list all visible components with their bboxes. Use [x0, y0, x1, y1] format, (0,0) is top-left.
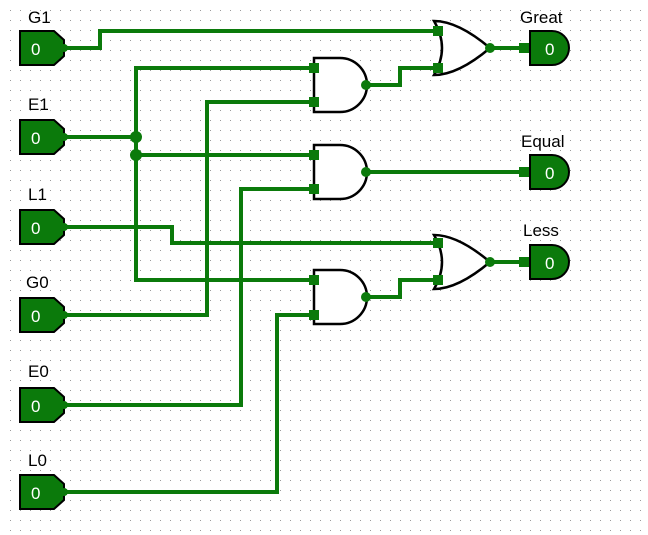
output-pin-equal[interactable]: Equal 0: [521, 132, 570, 190]
input-value: 0: [31, 484, 40, 503]
output-label: Less: [523, 221, 559, 240]
wire-and-bot-to-or-less: [364, 278, 440, 299]
and-gate-bottom[interactable]: [312, 268, 369, 326]
input-value: 0: [31, 40, 40, 59]
junction-dot: [130, 149, 142, 161]
input-label: E1: [28, 95, 49, 114]
output-pin-great[interactable]: Great 0: [520, 8, 570, 66]
wire-e1-to-and-top: [62, 66, 316, 139]
output-label: Equal: [521, 132, 564, 151]
and-gate-top[interactable]: [312, 56, 369, 114]
wire-l0-to-and-bot: [62, 313, 316, 494]
wire-g1-to-or-great: [62, 29, 440, 50]
input-pin-l1[interactable]: L1 0: [19, 185, 68, 245]
output-pin-less[interactable]: Less 0: [523, 221, 570, 280]
wire-e1-to-and-mid: [134, 135, 316, 157]
input-pin-l0[interactable]: L0 0: [19, 451, 68, 510]
input-pin-e1[interactable]: E1 0: [19, 95, 68, 155]
output-label: Great: [520, 8, 563, 27]
wire-e0-to-and-mid: [62, 187, 316, 407]
output-value: 0: [545, 164, 554, 183]
wire-g0-to-and-top: [62, 100, 316, 317]
wire-e1-to-and-bot: [134, 153, 316, 282]
input-value: 0: [31, 219, 40, 238]
input-label: E0: [28, 362, 49, 381]
input-pin-g1[interactable]: G1 0: [19, 8, 68, 66]
input-label: G1: [28, 8, 51, 27]
output-value: 0: [545, 254, 554, 273]
input-value: 0: [31, 397, 40, 416]
or-gate-less[interactable]: [431, 233, 492, 291]
output-value: 0: [545, 40, 554, 59]
gate-pins: [309, 26, 529, 320]
or-gate-great[interactable]: [431, 19, 492, 77]
input-label: G0: [26, 273, 49, 292]
input-pin-e0[interactable]: E0 0: [19, 362, 68, 423]
input-value: 0: [31, 129, 40, 148]
junction-dot: [130, 131, 142, 143]
input-pin-g0[interactable]: G0 0: [19, 273, 68, 333]
input-label: L0: [28, 451, 47, 470]
and-gate-middle[interactable]: [312, 143, 369, 201]
input-value: 0: [31, 307, 40, 326]
wire-l1-to-or-less: [62, 225, 440, 245]
wire-and-top-to-or-great: [364, 66, 440, 87]
input-label: L1: [28, 185, 47, 204]
